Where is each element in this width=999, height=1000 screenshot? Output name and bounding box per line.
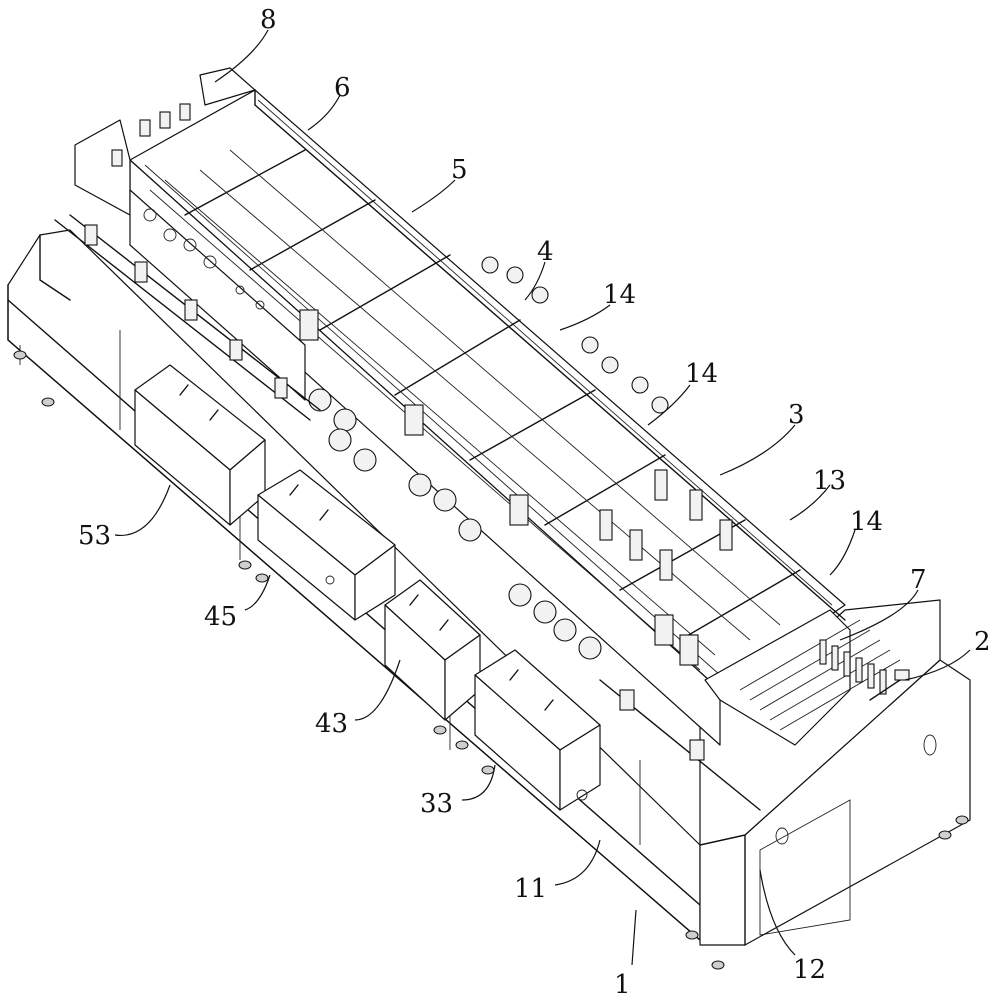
leader-lines — [114, 29, 971, 966]
part-labels: 8 6 5 4 14 14 3 13 14 7 2 53 45 43 33 11… — [78, 5, 991, 1000]
label-14b: 14 — [685, 359, 718, 389]
tank-53 — [134, 364, 266, 526]
tank-45 — [257, 469, 396, 621]
label-53: 53 — [78, 521, 111, 551]
label-13: 13 — [813, 466, 846, 496]
label-11: 11 — [514, 874, 547, 904]
end-plate-8 — [74, 67, 256, 216]
rear-rollers — [481, 256, 669, 414]
label-1: 1 — [614, 970, 631, 1000]
label-5: 5 — [451, 155, 468, 185]
label-45: 45 — [204, 602, 237, 632]
label-2: 2 — [974, 627, 991, 657]
label-3: 3 — [788, 400, 805, 430]
main-housing — [129, 89, 846, 746]
label-4: 4 — [537, 237, 554, 267]
unit-2 — [869, 669, 910, 701]
front-panel — [129, 189, 306, 401]
label-43: 43 — [315, 709, 348, 739]
shaft-rods — [54, 214, 761, 811]
label-14a: 14 — [603, 280, 636, 310]
tank-43 — [384, 579, 481, 721]
unit-3 — [599, 469, 733, 581]
label-8: 8 — [260, 5, 277, 35]
label-6: 6 — [334, 73, 351, 103]
unit-7 — [704, 609, 901, 746]
drive-motors — [299, 309, 699, 666]
label-7: 7 — [910, 565, 927, 595]
label-14c: 14 — [850, 507, 883, 537]
label-33: 33 — [420, 789, 453, 819]
label-12: 12 — [793, 955, 826, 985]
tank-33 — [474, 649, 601, 811]
